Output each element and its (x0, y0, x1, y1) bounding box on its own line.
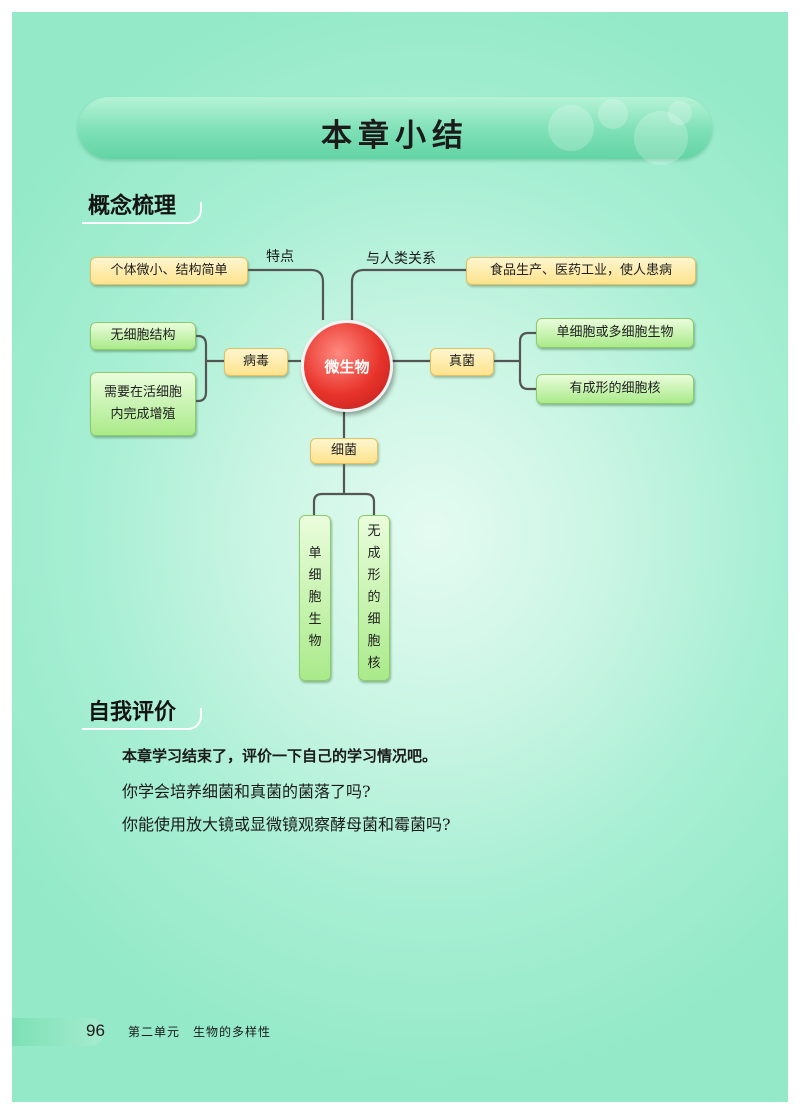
bacteria-no-nucleus-char: 形 (367, 568, 381, 583)
bacteria-no-nucleus-char: 成 (367, 546, 381, 561)
microorganism-center-node: 微生物 (301, 320, 393, 412)
evaluation-question-2: 你能使用放大镜或显微镜观察酵母菌和霉菌吗? (122, 815, 451, 834)
features-box: 个体微小、结构简单 (90, 257, 248, 285)
human-relation-box: 食品生产、医药工业，使人患病 (466, 257, 696, 285)
bacteria-unicellular-char: 单 (308, 546, 322, 561)
virus-box: 病毒 (224, 348, 288, 376)
chapter-summary-title: 本章小结 (321, 118, 469, 154)
connector-virus-bottom (196, 361, 208, 403)
textbook-page: 本章小结 概念梳理 特点 与人类关系 微生物 (12, 12, 788, 1102)
bacteria-no-nucleus-char: 无 (367, 524, 381, 539)
footer-band (12, 1018, 104, 1046)
branch-label-features: 特点 (266, 249, 294, 265)
connector-human-relation (350, 268, 466, 320)
unit-footer-text: 第二单元 生物的多样性 (128, 1025, 272, 1039)
bacteria-box: 细菌 (310, 438, 378, 464)
virus-reproduce-line2: 内完成增殖 (110, 407, 176, 422)
bacteria-no-nucleus-char: 核 (367, 656, 381, 671)
bacteria-unicellular-char: 细 (308, 568, 322, 583)
bacteria-no-nucleus-char: 的 (367, 590, 381, 605)
concept-map-connectors (196, 268, 536, 515)
concept-section-heading: 概念梳理 (88, 193, 177, 219)
page-number: 96 (86, 1021, 105, 1040)
branch-label-human-relation: 与人类关系 (366, 251, 436, 267)
bacteria-no-nucleus-box: 无 成 形 的 细 胞 核 (358, 515, 390, 681)
bacteria-unicellular-box: 单 细 胞 生 物 (299, 515, 331, 681)
virus-reproduce-line1: 需要在活细胞 (103, 385, 182, 400)
title-banner: 本章小结 (78, 97, 712, 165)
connector-features (248, 268, 325, 320)
connector-fungi-top (518, 331, 536, 361)
bacteria-unicellular-char: 胞 (308, 590, 322, 605)
bacteria-unicellular-char: 生 (308, 612, 322, 627)
self-evaluation-heading-underline (82, 708, 202, 730)
connector-bacteria-split (312, 492, 376, 515)
self-evaluation-heading: 自我评价 (88, 699, 177, 725)
bacteria-no-nucleus-char: 细 (367, 612, 381, 627)
evaluation-question-1: 你学会培养细菌和真菌的菌落了吗? (122, 782, 371, 801)
fungi-cell-box: 单细胞或多细胞生物 (536, 318, 694, 348)
concept-heading-underline (82, 202, 202, 224)
fungi-box: 真菌 (430, 348, 494, 376)
fungi-nucleus-box: 有成形的细胞核 (536, 374, 694, 404)
bacteria-no-nucleus-char: 胞 (367, 634, 381, 649)
virus-reproduce-box: 需要在活细胞 内完成增殖 (90, 372, 196, 436)
bacteria-unicellular-char: 物 (308, 634, 322, 649)
connector-fungi-bottom (518, 361, 536, 391)
virus-no-cell-box: 无细胞结构 (90, 322, 196, 350)
connector-virus-top (196, 334, 208, 361)
evaluation-intro: 本章学习结束了，评价一下自己的学习情况吧。 (122, 747, 438, 765)
